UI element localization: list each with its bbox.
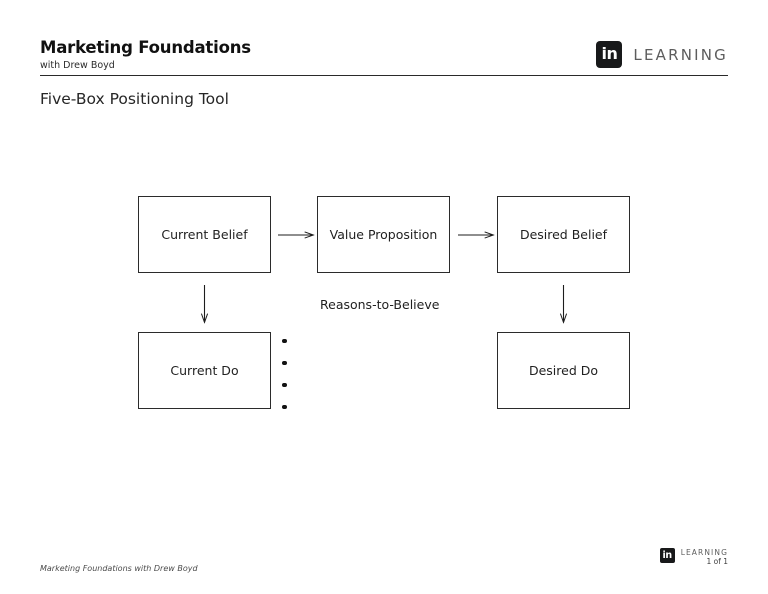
bullet-dot-icon [282, 404, 287, 410]
node-current-do: Current Do [138, 332, 271, 409]
header-divider [40, 75, 728, 76]
linkedin-in-icon: in [596, 41, 623, 68]
list-item [282, 352, 295, 374]
node-label: Desired Belief [519, 227, 608, 242]
reasons-to-believe-bullet-list [282, 330, 295, 418]
bullet-dot-icon [282, 360, 287, 366]
node-desired-belief: Desired Belief [497, 196, 630, 273]
linkedin-learning-logo: in LEARNING [596, 41, 728, 68]
page-number: 1 of 1 [706, 557, 728, 567]
node-current-belief: Current Belief [138, 196, 271, 273]
list-item [282, 330, 295, 352]
node-value-proposition: Value Proposition [317, 196, 450, 273]
node-desired-do: Desired Do [497, 332, 630, 409]
node-label: Current Do [170, 363, 239, 378]
node-label: Desired Do [528, 363, 599, 378]
list-item [282, 396, 295, 418]
reasons-to-believe-caption: Reasons-to-Believe [320, 297, 440, 312]
learning-wordmark: LEARNING [633, 45, 728, 64]
learning-wordmark: LEARNING [680, 548, 728, 557]
linkedin-in-icon: in [659, 548, 675, 563]
footer-brand-text: LEARNING 1 of 1 [681, 548, 728, 568]
footer-course-note: Marketing Foundations with Drew Boyd [40, 564, 198, 573]
node-label: Value Proposition [329, 227, 438, 242]
bullet-dot-icon [282, 338, 287, 344]
page-title: Five-Box Positioning Tool [40, 90, 229, 108]
bullet-dot-icon [282, 382, 287, 388]
list-item [282, 374, 295, 396]
course-title: Marketing Foundations [40, 38, 251, 57]
footer-linkedin-learning-logo: in LEARNING 1 of 1 [659, 548, 728, 568]
course-author: with Drew Boyd [40, 60, 115, 71]
node-label: Current Belief [161, 227, 248, 242]
